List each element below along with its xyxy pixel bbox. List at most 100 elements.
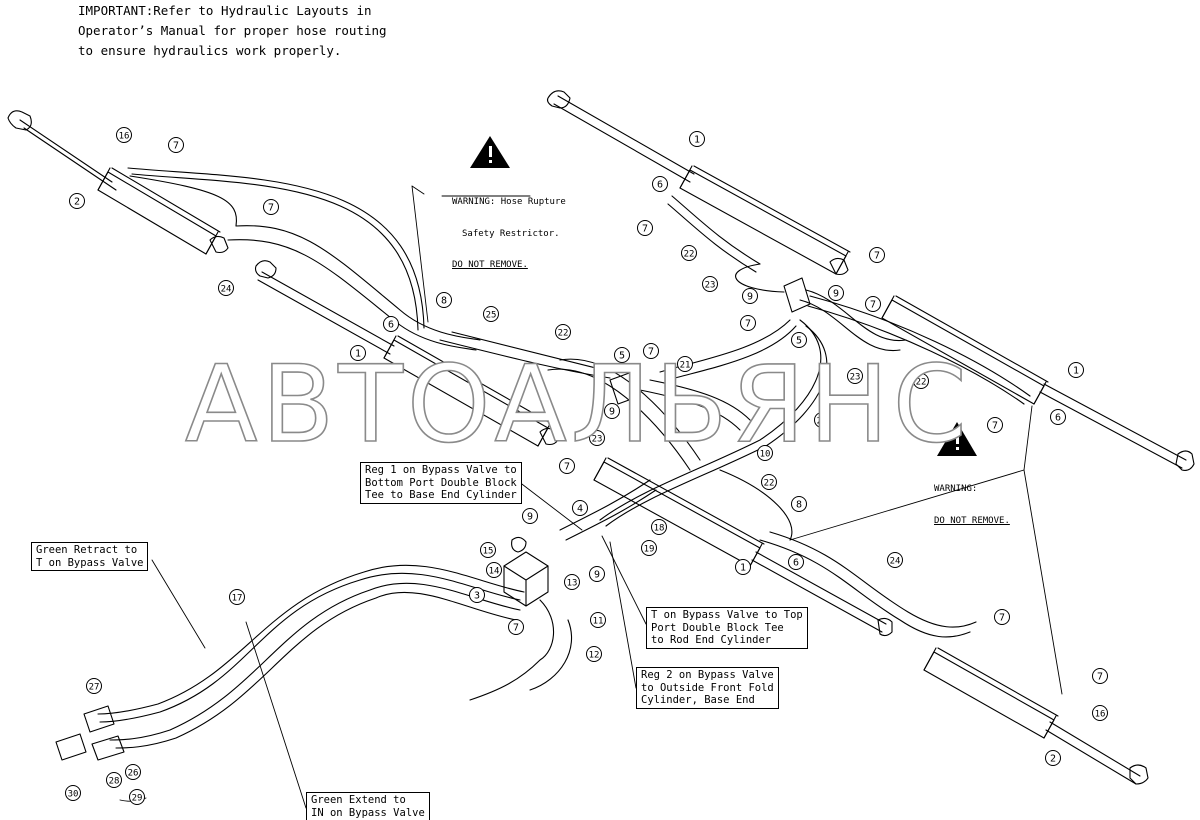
callout-number: 15	[483, 547, 494, 557]
callout-circle	[522, 508, 538, 524]
callout-circle	[106, 772, 122, 788]
callout-24: 24	[887, 552, 903, 568]
note-line: Operator’s Manual for proper hose routin…	[78, 23, 387, 38]
callout-9: 9	[604, 403, 620, 419]
callout-4: 4	[572, 500, 588, 516]
warning-triangles	[470, 136, 977, 456]
callout-7: 7	[643, 343, 659, 359]
callout-circle	[508, 619, 524, 635]
warning-do-not-remove: WARNING: DO NOT REMOVE.	[934, 463, 1010, 547]
callout-6: 6	[1050, 409, 1066, 425]
callout-21: 21	[677, 356, 693, 372]
callout-number: 24	[890, 557, 901, 567]
callout-circle	[1045, 750, 1061, 766]
callout-5: 5	[791, 332, 807, 348]
callout-circle	[689, 131, 705, 147]
callout-circle	[757, 445, 773, 461]
callout-7: 7	[1092, 668, 1108, 684]
callout-number: 8	[796, 500, 802, 511]
callout-number: 6	[657, 180, 663, 191]
callout-1: 1	[1068, 362, 1084, 378]
callout-19: 19	[641, 540, 657, 556]
warning-hose-rupture: WARNING: Hose Rupture Safety Restrictor.…	[452, 176, 566, 292]
callout-circle	[572, 500, 588, 516]
callout-1: 1	[689, 131, 705, 147]
callout-number: 27	[89, 683, 100, 693]
callout-circle	[590, 612, 606, 628]
callout-7: 7	[740, 315, 756, 331]
callout-number: 14	[489, 567, 500, 577]
callout-2: 2	[1045, 750, 1061, 766]
callout-22: 22	[681, 245, 697, 261]
callout-number: 20	[817, 417, 828, 427]
callout-circle	[814, 412, 830, 428]
callout-number: 1	[1073, 366, 1079, 377]
callout-number: 1	[740, 563, 746, 574]
callout-circle	[564, 574, 580, 590]
callout-number: 6	[793, 558, 799, 569]
callout-18: 18	[651, 519, 667, 535]
callout-7: 7	[869, 247, 885, 263]
callout-number: 3	[474, 591, 480, 602]
callout-1: 1	[350, 345, 366, 361]
callout-circle	[994, 609, 1010, 625]
callout-number: 8	[441, 296, 447, 307]
callout-circle	[218, 280, 234, 296]
label-reg1: Reg 1 on Bypass Valve to Bottom Port Dou…	[360, 462, 522, 504]
callout-circle	[116, 127, 132, 143]
callout-23: 23	[847, 368, 863, 384]
callout-number: 7	[642, 224, 648, 235]
callout-number: 12	[589, 651, 600, 661]
callout-circle	[887, 552, 903, 568]
cylinder-top-center	[546, 90, 851, 276]
callout-number: 7	[992, 421, 998, 432]
callout-14: 14	[486, 562, 502, 578]
watermark: АВТОАЛЬЯНС	[184, 343, 971, 466]
callout-number: 7	[513, 623, 519, 634]
label-t-bypass: T on Bypass Valve to Top Port Double Blo…	[646, 607, 808, 649]
callout-number: 23	[592, 435, 603, 445]
callout-6: 6	[383, 316, 399, 332]
callout-number: 24	[221, 285, 232, 295]
callout-number: 7	[874, 251, 880, 262]
callout-circle	[643, 343, 659, 359]
warning-line: DO NOT REMOVE.	[934, 515, 1010, 526]
callout-22: 22	[761, 474, 777, 490]
callout-27: 27	[86, 678, 102, 694]
callout-22: 22	[913, 373, 929, 389]
callout-circle	[702, 276, 718, 292]
callout-circle	[740, 315, 756, 331]
callout-circle	[436, 292, 452, 308]
callout-circle	[383, 316, 399, 332]
callout-number: 23	[705, 281, 716, 291]
callout-number: 7	[999, 613, 1005, 624]
callout-number: 7	[870, 300, 876, 311]
callout-circle	[788, 554, 804, 570]
callout-number: 2	[74, 197, 80, 208]
callout-circle	[480, 542, 496, 558]
important-note: IMPORTANT:Refer to Hydraulic Layouts in …	[78, 1, 387, 61]
callout-number: 1	[694, 135, 700, 146]
callout-circle	[65, 785, 81, 801]
callout-circle	[987, 417, 1003, 433]
cylinder-bottom-right	[923, 647, 1149, 785]
warning-line: WARNING:	[934, 484, 978, 494]
callout-number: 9	[609, 407, 615, 418]
callout-6: 6	[788, 554, 804, 570]
cylinder-center-left	[254, 260, 559, 447]
label-green-extend: Green Extend to IN on Bypass Valve	[306, 792, 430, 820]
callout-30: 30	[65, 785, 81, 801]
callout-circle	[651, 519, 667, 535]
callout-7: 7	[508, 619, 524, 635]
callout-circle	[129, 789, 145, 805]
callout-22: 22	[555, 324, 571, 340]
callout-9: 9	[828, 285, 844, 301]
callout-circle	[735, 559, 751, 575]
callout-number: 7	[745, 319, 751, 330]
callout-circle	[847, 368, 863, 384]
callout-13: 13	[564, 574, 580, 590]
callout-circle	[791, 496, 807, 512]
callout-9: 9	[522, 508, 538, 524]
callout-number: 7	[173, 141, 179, 152]
